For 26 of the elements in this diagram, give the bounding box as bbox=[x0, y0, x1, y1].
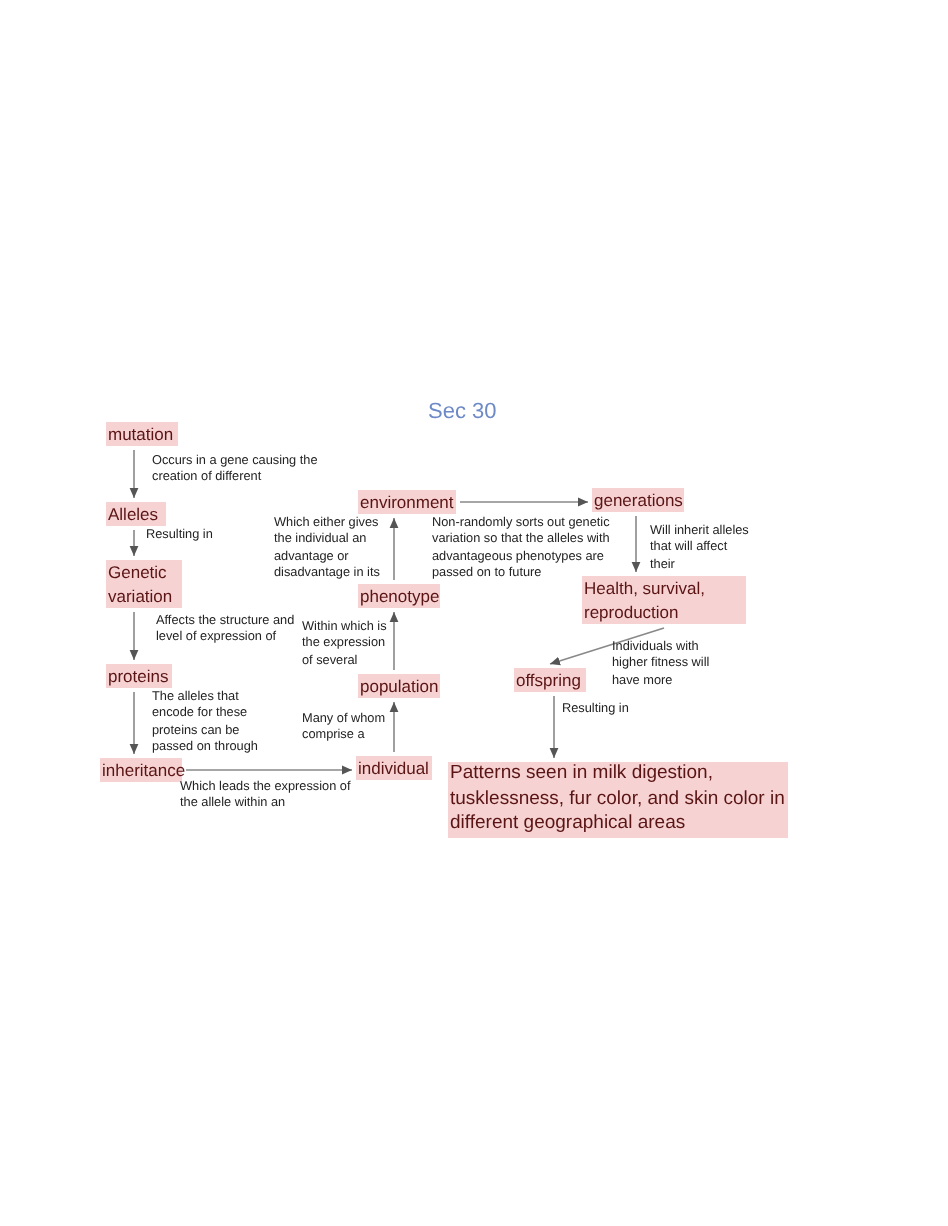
arrow bbox=[631, 515, 641, 573]
concept-box: environment bbox=[358, 490, 456, 514]
concept-box: Alleles bbox=[106, 502, 166, 526]
arrow bbox=[129, 529, 139, 557]
arrow bbox=[389, 701, 399, 753]
arrow bbox=[129, 611, 139, 661]
concept-box: Patterns seen in milk digestion, tusklessness, fur color, and skin color in different geographical areas bbox=[448, 762, 788, 837]
concept-box: Genetic variation bbox=[106, 560, 182, 608]
concept-box: generations bbox=[592, 488, 684, 512]
arrow bbox=[185, 765, 353, 775]
section-heading: Sec 30 bbox=[428, 400, 497, 424]
concept-box: Health, survival, reproduction bbox=[582, 576, 746, 624]
arrow bbox=[549, 695, 559, 759]
concept-box: inheritance bbox=[100, 758, 182, 782]
concept-box: proteins bbox=[106, 664, 172, 688]
arrow bbox=[389, 611, 399, 671]
arrow bbox=[459, 497, 589, 507]
concept-box: mutation bbox=[106, 422, 178, 446]
arrow bbox=[129, 449, 139, 499]
arrow bbox=[129, 691, 139, 755]
concept-box: population bbox=[358, 674, 440, 698]
arrow bbox=[549, 627, 665, 666]
concept-box: individual bbox=[356, 756, 432, 780]
concept-box: offspring bbox=[514, 668, 586, 692]
concept-box: phenotype bbox=[358, 584, 440, 608]
arrow bbox=[389, 517, 399, 581]
